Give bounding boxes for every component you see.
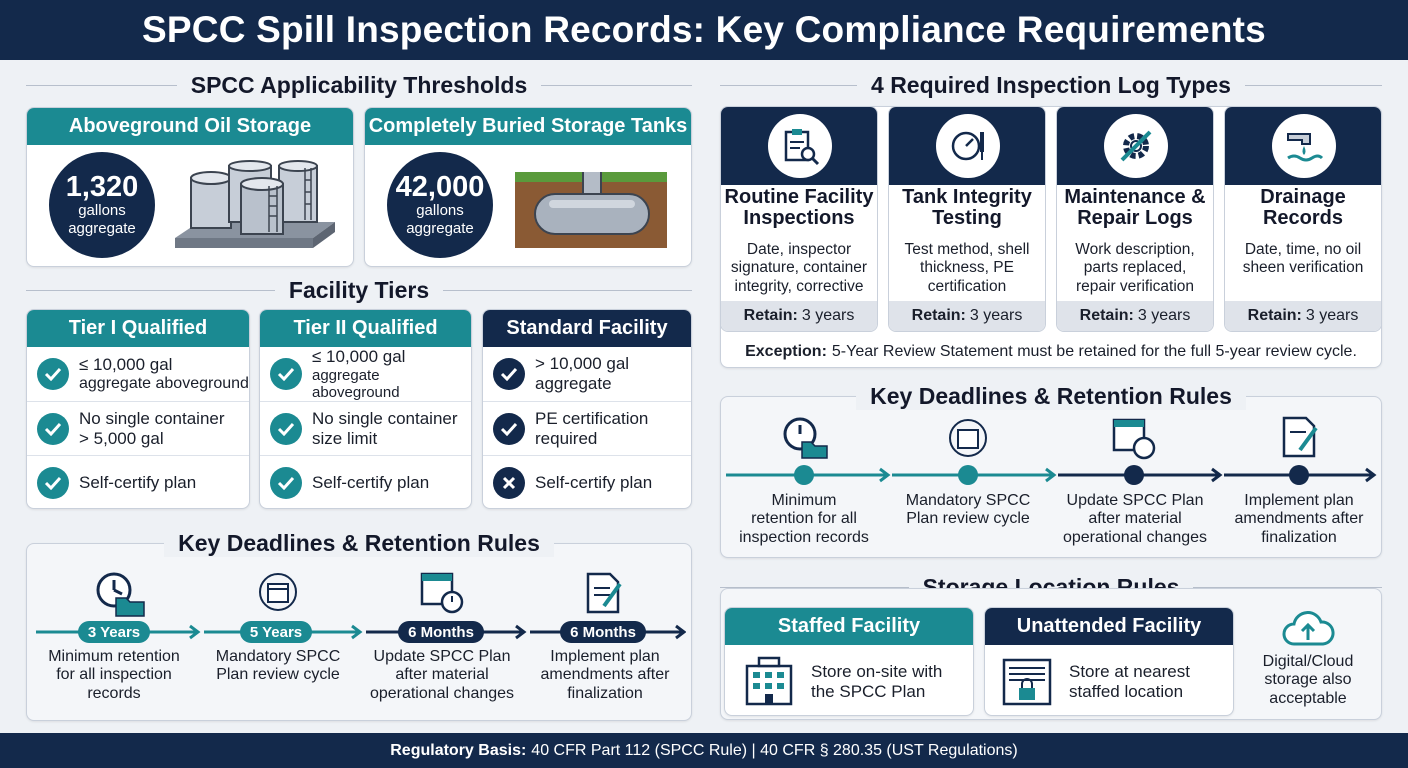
card-title: Unattended Facility — [985, 608, 1233, 645]
buried-storage-card: Completely Buried Storage Tanks 42,000 g… — [364, 107, 692, 267]
calendar-cycle-icon — [949, 419, 987, 457]
card-title: Tier I Qualified — [27, 310, 249, 347]
x-icon — [493, 467, 525, 499]
drain-pipe-icon — [1272, 114, 1336, 178]
page-title: SPCC Spill Inspection Records: Key Compl… — [0, 0, 1408, 60]
calendar-clock-icon — [420, 572, 464, 614]
deadlines-left-heading: Key Deadlines & Retention Rules — [40, 530, 678, 557]
tier-row: Self-certify plan — [260, 456, 471, 508]
log-types-heading: 4 Required Inspection Log Types — [720, 72, 1382, 99]
deadline-pill: 6 Months — [560, 621, 646, 643]
pressure-gauge-icon — [936, 114, 1000, 178]
aboveground-tanks-icon — [175, 160, 335, 248]
deadline-pill: 3 Years — [78, 621, 150, 643]
document-pen-icon — [1282, 416, 1318, 458]
card-title: Staffed Facility — [725, 608, 973, 645]
check-icon — [37, 358, 69, 390]
exception-note: Exception:5-Year Review Statement must b… — [745, 343, 1357, 360]
office-building-icon — [745, 656, 793, 706]
calendar-clock-icon — [1112, 418, 1156, 460]
tier-row: No single container> 5,000 gal — [27, 402, 249, 456]
deadlines-right-heading: Key Deadlines & Retention Rules — [734, 383, 1368, 410]
document-pen-icon — [586, 572, 622, 614]
check-icon — [493, 358, 525, 390]
log-card-maintenance: Maintenance &Repair Logs Work descriptio… — [1056, 106, 1214, 332]
deadline-pill: 5 Years — [240, 621, 312, 643]
tier-row: Self-certify plan — [27, 456, 249, 508]
check-icon — [37, 412, 69, 445]
cloud-upload-icon — [1282, 611, 1335, 646]
buried-tank-icon — [515, 172, 667, 248]
aboveground-storage-card: Aboveground Oil Storage 1,320 gallons ag… — [26, 107, 354, 267]
facility-tiers-heading: Facility Tiers — [26, 277, 693, 304]
threshold-badge: 42,000 gallons aggregate — [387, 152, 493, 258]
regulatory-basis-footer: Regulatory Basis:40 CFR Part 112 (SPCC R… — [0, 733, 1408, 768]
applicability-section-heading: SPCC Applicability Thresholds — [26, 72, 693, 99]
deadlines-right-timeline — [726, 416, 1377, 485]
calendar-cycle-icon — [259, 573, 297, 611]
deadline-pill: 6 Months — [398, 621, 484, 643]
check-icon — [270, 358, 302, 390]
retain-badge: Retain:3 years — [1225, 301, 1381, 331]
locked-garage-icon — [1002, 658, 1052, 706]
retain-badge: Retain:3 years — [1057, 301, 1213, 331]
tier-row: Self-certify plan — [483, 456, 691, 508]
gear-wrench-icon — [1104, 114, 1168, 178]
card-title: Standard Facility — [483, 310, 691, 347]
threshold-badge: 1,320 gallons aggregate — [49, 152, 155, 258]
retain-badge: Retain:3 years — [889, 301, 1045, 331]
clock-folder-icon — [96, 572, 145, 617]
check-icon — [493, 412, 525, 445]
card-title: Completely Buried Storage Tanks — [365, 108, 691, 145]
retain-badge: Retain:3 years — [721, 301, 877, 331]
check-icon — [270, 467, 302, 499]
clipboard-magnifier-icon — [768, 114, 832, 178]
deadlines-left-timeline — [36, 572, 686, 640]
card-title: Aboveground Oil Storage — [27, 108, 353, 145]
check-icon — [270, 412, 302, 445]
check-icon — [37, 467, 69, 499]
card-title: Tier II Qualified — [260, 310, 471, 347]
clock-folder-icon — [783, 417, 828, 459]
